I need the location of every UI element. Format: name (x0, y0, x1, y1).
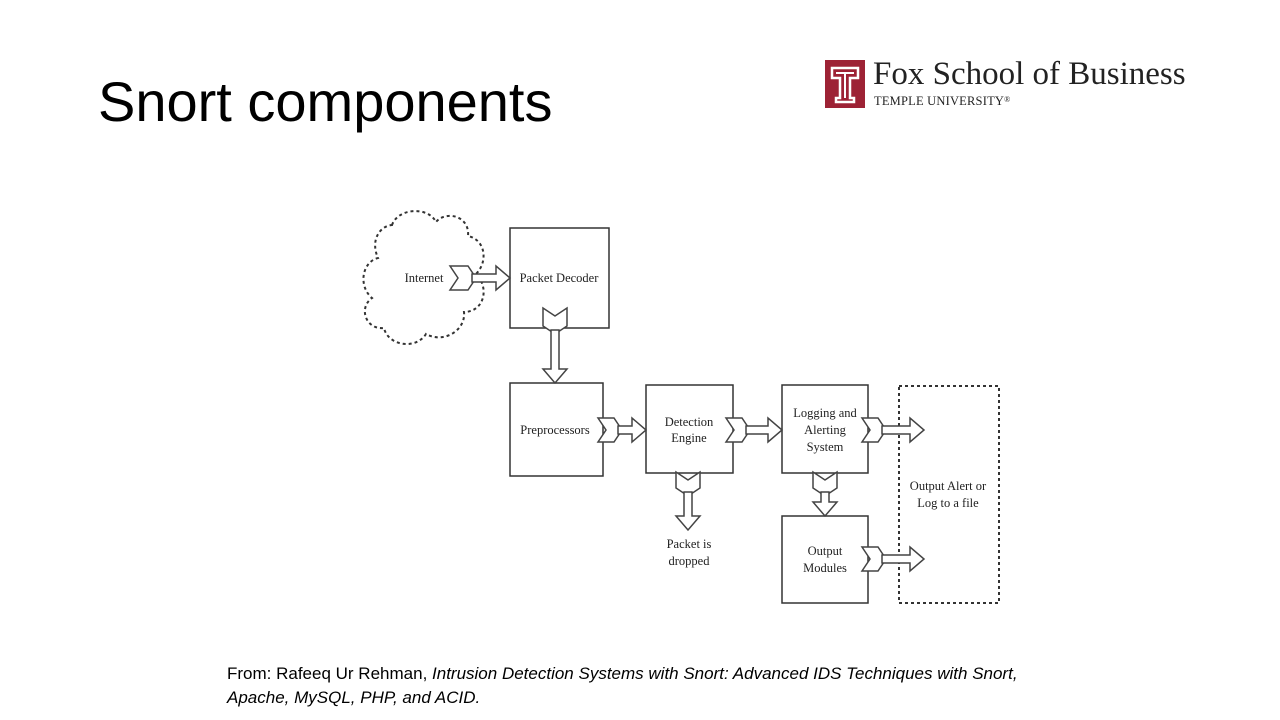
node-dropped-line1: Packet is (667, 537, 712, 551)
citation-book-title: Intrusion Detection Systems with Snort: … (227, 664, 1018, 707)
arrow-decoder-to-preprocessors-head (541, 329, 569, 385)
box-output-alert-log (898, 385, 1000, 604)
box-preprocessors (509, 382, 604, 477)
node-output-alert-line2: Log to a file (917, 496, 979, 510)
arrow-logging-to-modules (812, 470, 838, 497)
fox-school-logo: Fox School of Business TEMPLE UNIVERSITY… (825, 56, 1186, 110)
internet-cloud (362, 210, 485, 346)
arrow-internet-to-decoder-head (471, 264, 512, 292)
temple-t-icon (825, 60, 865, 108)
arrow-detection-to-logging-head (745, 416, 784, 444)
arrow-logging-to-modules-head (811, 491, 839, 518)
slide-title: Snort components (98, 70, 553, 133)
arrow-detection-to-logging (724, 417, 751, 443)
node-packet-decoder: Packet Decoder (520, 271, 600, 285)
arrow-preprocessors-to-detection (596, 417, 623, 443)
node-output-modules-line1: Output (808, 544, 843, 558)
node-logging-line1: Logging and (793, 406, 857, 420)
box-detection-engine (645, 384, 734, 474)
node-output-alert-line1: Output Alert or (910, 479, 987, 493)
node-logging-line3: System (807, 440, 844, 454)
node-internet: Internet (405, 271, 444, 285)
arrow-modules-to-output (860, 546, 887, 572)
logo-university: TEMPLE UNIVERSITY® (874, 94, 1011, 108)
arrow-internet-to-decoder (448, 265, 477, 291)
arrow-decoder-to-preprocessors (542, 306, 568, 335)
node-preprocessors: Preprocessors (520, 423, 590, 437)
node-detection-line2: Engine (671, 431, 707, 445)
box-packet-decoder (509, 227, 610, 329)
arrow-logging-to-output (860, 417, 887, 443)
source-citation: From: Rafeeq Ur Rehman, Intrusion Detect… (227, 664, 1018, 707)
node-output-modules-line2: Modules (803, 561, 847, 575)
arrow-detection-to-dropped (675, 470, 701, 497)
logo-school-name: Fox School of Business (873, 56, 1186, 92)
box-output-modules (781, 515, 869, 604)
box-logging-alerting (781, 384, 869, 474)
node-detection-line1: Detection (665, 415, 714, 429)
arrow-logging-to-output-head (881, 416, 926, 444)
arrow-preprocessors-to-detection-head (617, 416, 648, 444)
arrow-modules-to-output-head (881, 545, 926, 573)
node-logging-line2: Alerting (804, 423, 846, 437)
arrow-detection-to-dropped-head (674, 491, 702, 532)
node-dropped-line2: dropped (669, 554, 711, 568)
